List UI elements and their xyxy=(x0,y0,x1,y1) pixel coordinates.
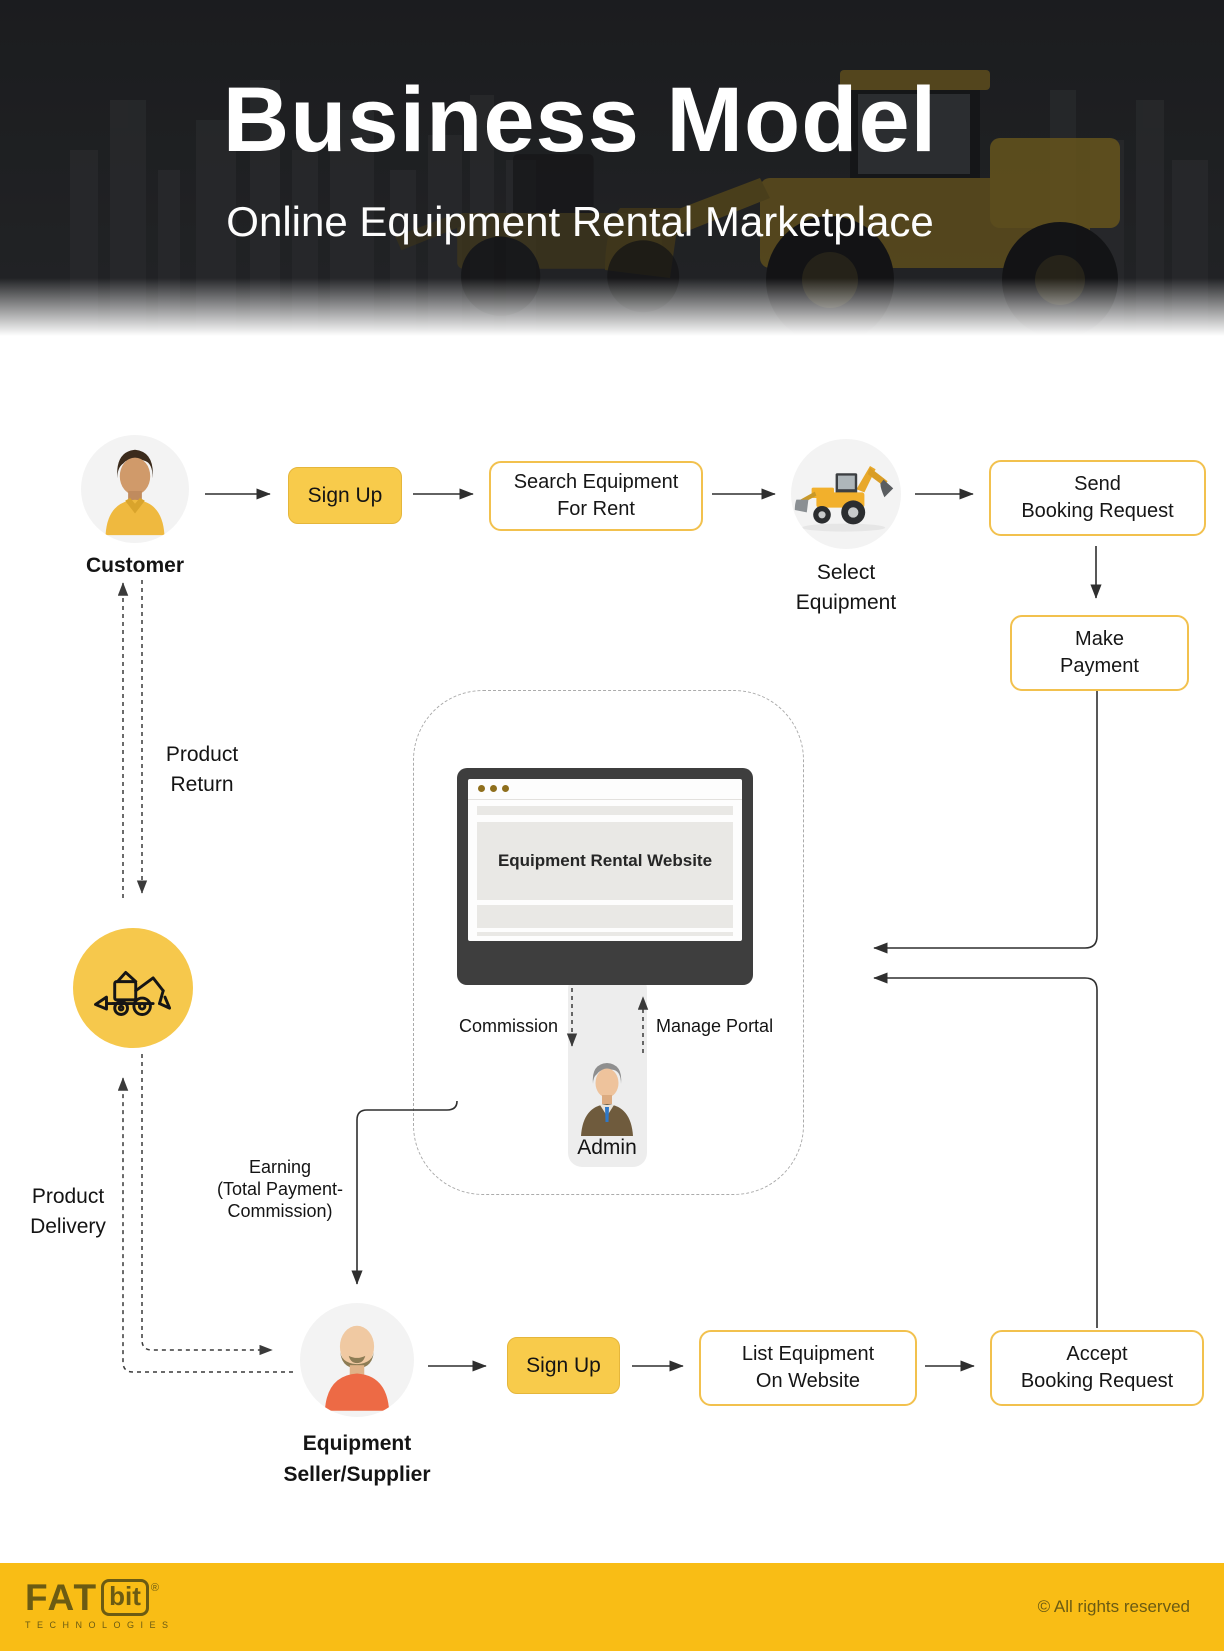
send-booking-request-box: Send Booking Request xyxy=(989,460,1206,536)
earning-label: Earning (Total Payment- Commission) xyxy=(216,1157,344,1221)
website-title: Equipment Rental Website xyxy=(497,851,713,870)
page-title: Business Model xyxy=(222,69,938,171)
window-dot-icon xyxy=(490,785,497,792)
window-dot-icon xyxy=(478,785,485,792)
browser-window: Equipment Rental Website xyxy=(468,779,742,941)
make-payment-box: Make Payment xyxy=(1010,615,1189,691)
webpage-bar xyxy=(477,932,733,936)
product-return-label: Product Return xyxy=(165,743,239,796)
product-delivery-label: Product Delivery xyxy=(30,1185,106,1238)
accept-booking-request-box: Accept Booking Request xyxy=(990,1330,1204,1406)
select-equipment-label: Select Equipment xyxy=(795,561,897,614)
browser-chrome xyxy=(468,779,742,800)
admin-avatar xyxy=(574,1058,640,1143)
male-user-icon xyxy=(105,449,165,536)
registered-trademark-icon: ® xyxy=(150,1581,160,1594)
website-title-banner: Equipment Rental Website xyxy=(477,822,733,900)
window-dot-icon xyxy=(502,785,509,792)
customer-label: Customer xyxy=(85,554,185,577)
admin-user-icon xyxy=(581,1063,633,1136)
logo-bit-text: bit xyxy=(101,1579,149,1616)
arrow-accept-to-website xyxy=(873,972,1098,1328)
website-monitor: Equipment Rental Website xyxy=(457,768,753,985)
seller-signup-button: Sign Up xyxy=(507,1337,620,1394)
admin-label: Admin xyxy=(577,1136,637,1159)
customer-avatar xyxy=(81,435,189,543)
webpage-bar xyxy=(477,905,733,928)
backhoe-loader-photo-icon xyxy=(794,466,894,532)
logo-technologies-text: TECHNOLOGIES xyxy=(25,1620,175,1630)
search-equipment-box: Search Equipment For Rent xyxy=(489,461,703,531)
backhoe-loader-line-icon xyxy=(94,970,172,1016)
header-fade xyxy=(0,278,1224,336)
select-equipment-image xyxy=(791,439,901,549)
platform-boundary xyxy=(413,690,804,1195)
list-equipment-box: List Equipment On Website xyxy=(699,1330,917,1406)
equipment-return-circle xyxy=(73,928,193,1048)
page-subtitle: Online Equipment Rental Marketplace xyxy=(226,198,934,245)
customer-signup-button: Sign Up xyxy=(288,467,402,524)
arrow-earning-to-seller xyxy=(351,1100,458,1285)
arrow-payment-to-website xyxy=(873,687,1098,954)
commission-label: Commission xyxy=(458,1016,558,1036)
seller-avatar xyxy=(300,1303,414,1417)
dashed-seller-to-circle xyxy=(117,1077,293,1373)
bearded-male-user-icon xyxy=(324,1325,390,1411)
copyright-text: © All rights reserved xyxy=(1037,1597,1190,1616)
logo-fat-text: FAT xyxy=(25,1577,99,1618)
seller-label: Equipment Seller/Supplier xyxy=(283,1432,431,1486)
webpage-bar xyxy=(477,806,733,815)
header-banner: Business Model Online Equipment Rental M… xyxy=(0,0,1224,336)
fatbit-logo: FAT bit ® TECHNOLOGIES xyxy=(25,1579,175,1630)
footer: FAT bit ® TECHNOLOGIES © All rights rese… xyxy=(0,1563,1224,1651)
manage-portal-label: Manage Portal xyxy=(656,1016,774,1036)
